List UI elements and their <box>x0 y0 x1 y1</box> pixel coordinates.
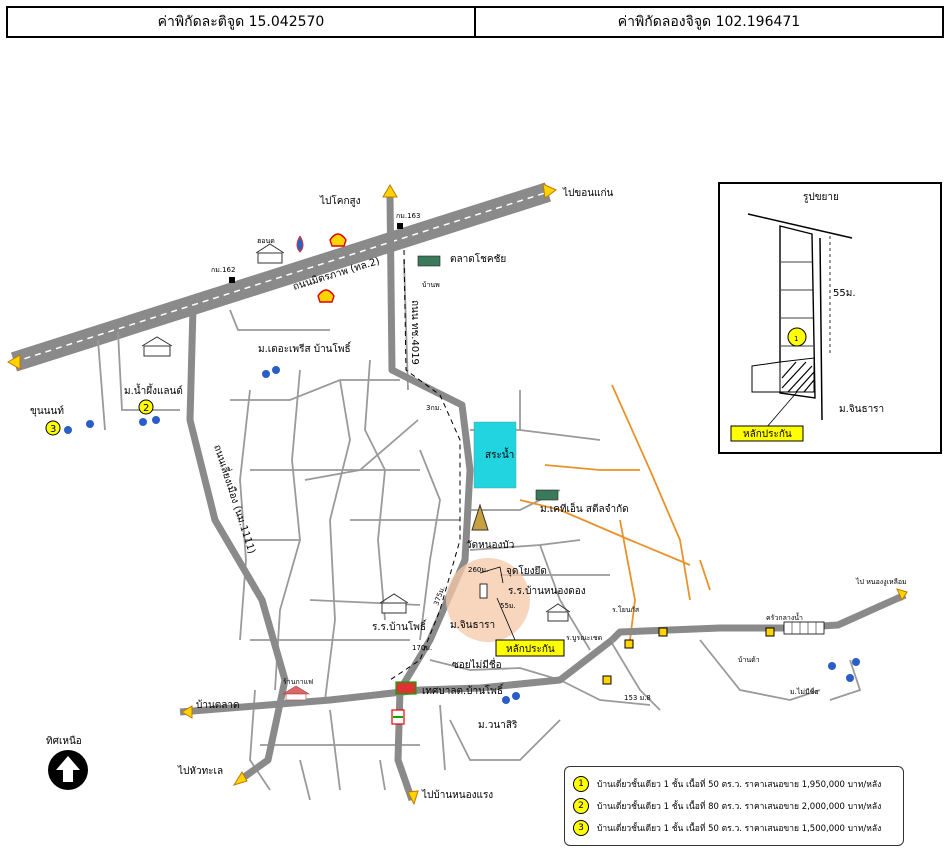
label-dist-170: 170ม. <box>412 644 432 652</box>
marker-2: 2 <box>138 399 154 415</box>
label-km162: กม.162 <box>211 266 235 274</box>
label-road-4019: ถนน ทช.4019 <box>409 300 420 365</box>
legend-number: 2 <box>573 798 589 814</box>
pond-label: สระน้ำ <box>485 447 514 461</box>
north-arrow-icon <box>48 750 88 790</box>
inset-map <box>718 182 942 454</box>
townhouse-strip <box>783 621 825 635</box>
inset-village: ม.จินธารา <box>839 404 884 415</box>
factory-icon-kt <box>535 489 559 501</box>
label-khunnon: ขุนนนท์ <box>30 405 64 417</box>
inset-title: รูปขยาย <box>803 192 839 203</box>
collateral-pointer <box>496 597 516 641</box>
school-icon-left <box>141 336 173 357</box>
label-coffee-shop: ร้านกาแฟ <box>283 678 313 686</box>
school-icon-top <box>255 243 285 264</box>
label-village-noname: ม.ไม่มีชื่อ <box>790 687 819 696</box>
label-village-doctor: ม.เดอะเพรีส บ้านโพธิ์ <box>258 341 352 355</box>
label-dist-3km: 3กม. <box>426 404 442 412</box>
school-icon-bopho <box>379 593 409 614</box>
label-municipality: เทศบาลต.บ้านโพธิ์ <box>422 683 505 697</box>
direction-arrows <box>7 183 908 806</box>
factory-icon-market <box>417 255 441 267</box>
label-school-nong: ร.ร.บ้านหนองดอง <box>508 585 586 597</box>
label-ban-ta: บ้านต้า <box>738 656 760 664</box>
label-to-khon-kaen: ไปขอนแก่น <box>562 187 614 199</box>
collateral-box <box>495 639 565 657</box>
legend-text: บ้านเดี่ยวชั้นเดียว 1 ชั้น เนื้อที่ 50 ต… <box>597 780 882 790</box>
ptt-icon <box>296 235 304 253</box>
label-school-bopho: ร.ร.บ้านโพธิ์ <box>372 619 428 633</box>
highway-mittraphap <box>10 182 552 372</box>
label-to-khok-sung: ไปโคกสูง <box>319 194 361 207</box>
school-icon-nong <box>545 603 571 622</box>
coffee-icon <box>281 685 311 701</box>
legend-text: บ้านเดี่ยวชั้นเดียว 1 ชั้น เนื้อที่ 80 ต… <box>597 802 882 812</box>
legend-row: 1 บ้านเดี่ยวชั้นเดียว 1 ชั้น เนื้อที่ 50… <box>573 773 895 795</box>
label-to-ban-talat: บ้านตลาด <box>196 699 240 711</box>
label-km163: กม.163 <box>396 212 420 220</box>
label-to-hua-thale: ไปหัวทะเล <box>177 765 223 777</box>
label-junction: จุดโยงยึด <box>506 564 547 577</box>
legend-row: 3 บ้านเดี่ยวชั้นเดียว 1 ชั้น เนื้อที่ 50… <box>573 817 895 839</box>
legend-number: 1 <box>573 776 589 792</box>
legend-text: บ้านเดี่ยวชั้นเดียว 1 ชั้น เนื้อที่ 50 ต… <box>597 824 882 834</box>
legend-box: 1 บ้านเดี่ยวชั้นเดียว 1 ชั้น เนื้อที่ 50… <box>564 766 904 846</box>
label-bypass-road: ถนนเลี่ยงเมือง (นม.1111) <box>211 443 260 556</box>
radius-circle <box>446 558 530 642</box>
label-village-jinthara: ม.จินธารา <box>450 620 495 631</box>
label-ban-num: บ้านพ <box>422 281 440 289</box>
svg-text:3: 3 <box>50 424 56 435</box>
longitude-cell: ค่าพิกัดลองจิจูด 102.196471 <box>474 8 942 36</box>
km162-marker <box>229 277 235 283</box>
marker-3: 3 <box>45 420 61 436</box>
label-poo-chet: ร.บูรณะเชด <box>566 634 602 642</box>
seven-eleven-icon <box>391 709 405 725</box>
temple-icon <box>471 503 489 531</box>
label-village-namphueng: ม.น้ำผึ้งแลนด์ <box>124 383 183 397</box>
label-to-nong-rang: ไปบ้านหนองแรง <box>421 789 493 801</box>
km163-marker <box>397 223 403 229</box>
label-village-kt: ม.เคทีเอ็น สตีลจำกัด <box>540 501 629 515</box>
legend-row: 2 บ้านเดี่ยวชั้นเดียว 1 ชั้น เนื้อที่ 80… <box>573 795 895 817</box>
distance-arrow-260 <box>479 566 504 584</box>
inset-marker-1: 1 <box>794 335 798 343</box>
inset-collateral: หลักประกัน <box>743 429 792 440</box>
label-school-top: ฮอนด <box>257 237 275 245</box>
major-roads <box>179 194 907 802</box>
svg-text:2: 2 <box>143 403 149 414</box>
pond-area <box>473 421 517 489</box>
latitude-cell: ค่าพิกัดละติจูด 15.042570 <box>157 14 325 30</box>
route-dashed <box>389 249 461 681</box>
house-icons <box>64 366 860 704</box>
label-kitchen: ครัวกลางน้ำ <box>766 611 803 622</box>
collateral-plot <box>479 583 488 599</box>
label-to-nong-ngu: ไป หนองงูเหลือม <box>855 577 907 586</box>
shell-icon-top <box>329 233 347 247</box>
intersection-markers <box>602 627 775 685</box>
inset-distance: 55ม. <box>833 288 856 299</box>
label-north: ทิศเหนือ <box>46 735 82 747</box>
legend-number: 3 <box>573 820 589 836</box>
label-dist-153: 153 ม.8 <box>624 694 651 702</box>
shell-icon-bottom <box>317 289 335 303</box>
label-village-wanasiri: ม.วนาสิริ <box>478 720 518 731</box>
minor-roads <box>97 259 862 801</box>
label-dist-55: 55ม. <box>500 602 516 610</box>
label-market: ตลาดโชคชัย <box>450 252 506 265</box>
orange-roads <box>519 384 711 641</box>
label-school-yok: ร.โยนกัส <box>612 605 640 614</box>
municipality-icon <box>395 681 417 695</box>
label-temple: วัดหนองบัว <box>466 540 514 551</box>
collateral-label: หลักประกัน <box>506 644 555 655</box>
label-soi-no-name: ซอยไม่มีชื่อ <box>452 657 502 671</box>
coordinate-bar: ค่าพิกัดละติจูด 15.042570 ค่าพิกัดลองจิจ… <box>6 6 944 38</box>
label-dist-260: 260ม. <box>468 566 488 574</box>
